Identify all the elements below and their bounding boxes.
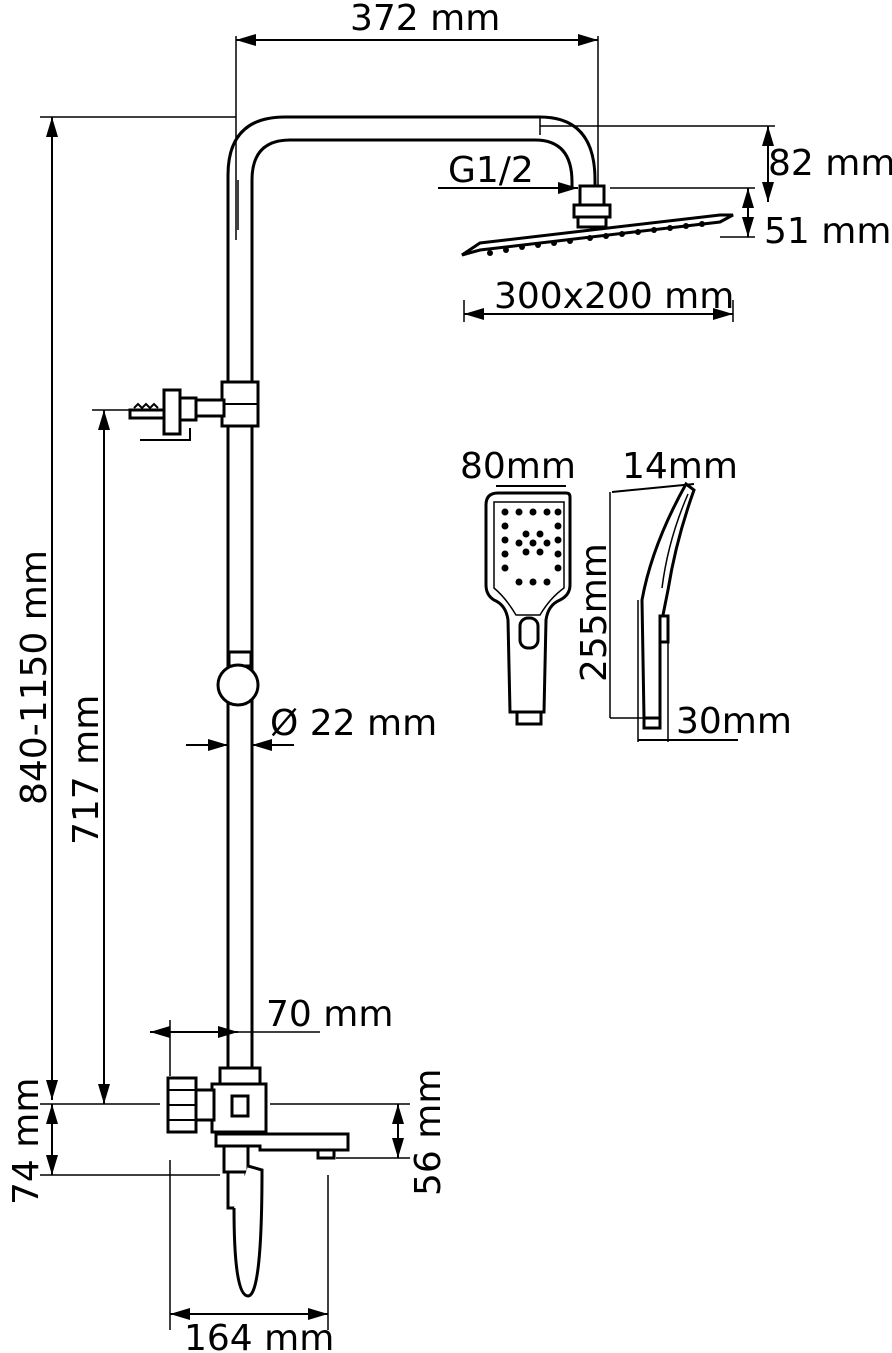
label-head-offset: 82 mm <box>768 143 892 184</box>
label-bracket-height: 717 mm <box>66 695 107 845</box>
wall-bracket-top <box>128 380 260 441</box>
dimension-labels: 372 mm 82 mm 51 mm G1/2 300x200 mm 840-1… <box>6 0 892 1353</box>
label-thread: G1/2 <box>448 150 534 191</box>
label-spout-width: 164 mm <box>184 1318 334 1353</box>
label-spout-height: 56 mm <box>408 1069 449 1196</box>
label-hand-length: 255mm <box>574 543 615 682</box>
label-total-height: 840-1150 mm <box>14 550 55 805</box>
label-mixer-depth: 70 mm <box>266 994 393 1035</box>
mixer-valve <box>166 1066 350 1298</box>
label-hand-handle: 30mm <box>676 701 792 742</box>
spray-nozzles <box>501 508 562 586</box>
label-head-size: 300x200 mm <box>494 276 734 317</box>
shower-column <box>226 115 597 1090</box>
label-pipe-diameter: Ø 22 mm <box>270 703 437 744</box>
label-bottom-offset: 74 mm <box>6 1078 47 1205</box>
hand-shower-front <box>484 491 572 726</box>
label-hand-width: 80mm <box>460 446 576 487</box>
slider-knob <box>216 650 260 707</box>
dimension-lines <box>40 34 775 1330</box>
rain-shower-head <box>461 184 734 257</box>
label-head-thickness: 51 mm <box>764 211 891 252</box>
label-hand-thickness: 14mm <box>622 446 738 487</box>
label-span: 372 mm <box>350 0 500 39</box>
